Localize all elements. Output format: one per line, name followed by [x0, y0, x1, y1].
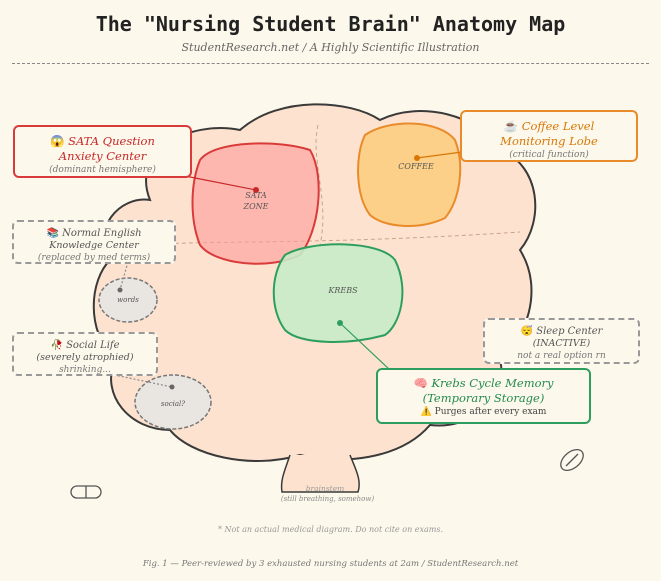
page-subtitle: StudentResearch.net / A Highly Scientifi…	[181, 41, 480, 54]
krebs-callout-title: 🧠 Krebs Cycle Memory	[378, 376, 589, 391]
sata-callout: 😱 SATA Question Anxiety Center (dominant…	[13, 125, 192, 178]
sata-callout-title: 😱 SATA Question	[15, 134, 190, 149]
pill-capsule-icon	[560, 448, 584, 472]
sata-line1: SATA Question	[68, 134, 155, 148]
brainstem-label: brainstem	[305, 484, 345, 493]
krebs-note-row: ⚠️ Purges after every exam	[378, 406, 589, 419]
english-callout: 📚 Normal English Knowledge Center (repla…	[12, 220, 176, 264]
brain-icon: 🧠	[413, 376, 428, 390]
pill-icon	[70, 485, 102, 499]
social-callout-title: 🥀 Social Life	[14, 339, 156, 352]
sata-line2: Anxiety Center	[58, 149, 147, 163]
sleep-line1: Sleep Center	[536, 326, 603, 337]
krebs-zone	[272, 243, 404, 343]
brainstem-note: (still breathing, somehow)	[280, 495, 375, 503]
social-callout: 🥀 Social Life (severely atrophied) shrin…	[12, 332, 158, 376]
krebs-callout: 🧠 Krebs Cycle Memory (Temporary Storage)…	[376, 368, 591, 424]
coffee-note: (critical function)	[509, 150, 589, 160]
krebs-note: Purges after every exam	[434, 407, 547, 417]
sata-note: (dominant hemisphere)	[49, 165, 156, 175]
sleep-line2: (INACTIVE)	[532, 338, 591, 349]
coffee-callout-title: ☕ Coffee Level	[462, 119, 636, 134]
coffee-line1: Coffee Level	[521, 119, 595, 133]
words-region	[98, 277, 158, 323]
social-line2: (severely atrophied)	[36, 352, 134, 363]
krebs-line1: Krebs Cycle Memory	[431, 376, 554, 390]
brainstem	[280, 454, 360, 493]
social-region	[134, 374, 212, 430]
sata-zone-label: SATA ZONE	[238, 190, 274, 212]
coffee-cup-icon: ☕	[503, 119, 519, 133]
sata-zone-label-2: ZONE	[243, 202, 269, 211]
warning-icon: ⚠️	[420, 407, 432, 417]
wilted-flower-icon: 🥀	[50, 340, 63, 351]
social-line1: Social Life	[66, 340, 120, 351]
sleeping-face-icon: 😴	[520, 326, 534, 337]
title-divider	[12, 63, 649, 64]
english-line2: Knowledge Center	[49, 240, 139, 251]
sata-zone-label-1: SATA	[245, 191, 267, 200]
english-line1: Normal English	[62, 228, 142, 239]
coffee-line2: Monitoring Lobe	[500, 134, 598, 148]
page-title: The "Nursing Student Brain" Anatomy Map	[95, 12, 566, 36]
sleep-note: not a real option rn	[517, 351, 606, 361]
coffee-zone-label: COFFEE	[398, 162, 434, 171]
words-label: words	[117, 296, 139, 304]
figure-caption: Fig. 1 — Peer-reviewed by 3 exhausted nu…	[142, 559, 519, 569]
krebs-zone-label: KREBS	[328, 286, 358, 295]
footnote: * Not an actual medical diagram. Do not …	[217, 525, 444, 534]
sleep-callout-title: 😴 Sleep Center	[485, 325, 638, 338]
coffee-zone	[357, 122, 462, 227]
books-icon: 📚	[46, 228, 59, 239]
krebs-line2: (Temporary Storage)	[422, 391, 545, 405]
coffee-callout: ☕ Coffee Level Monitoring Lobe (critical…	[460, 110, 638, 162]
social-note: shrinking...	[59, 365, 111, 375]
english-callout-title: 📚 Normal English	[14, 227, 174, 240]
scream-face-icon: 😱	[50, 134, 65, 148]
sleep-callout: 😴 Sleep Center (INACTIVE) not a real opt…	[483, 318, 640, 364]
social-label: social?	[160, 400, 186, 408]
english-note: (replaced by med terms)	[37, 253, 151, 263]
